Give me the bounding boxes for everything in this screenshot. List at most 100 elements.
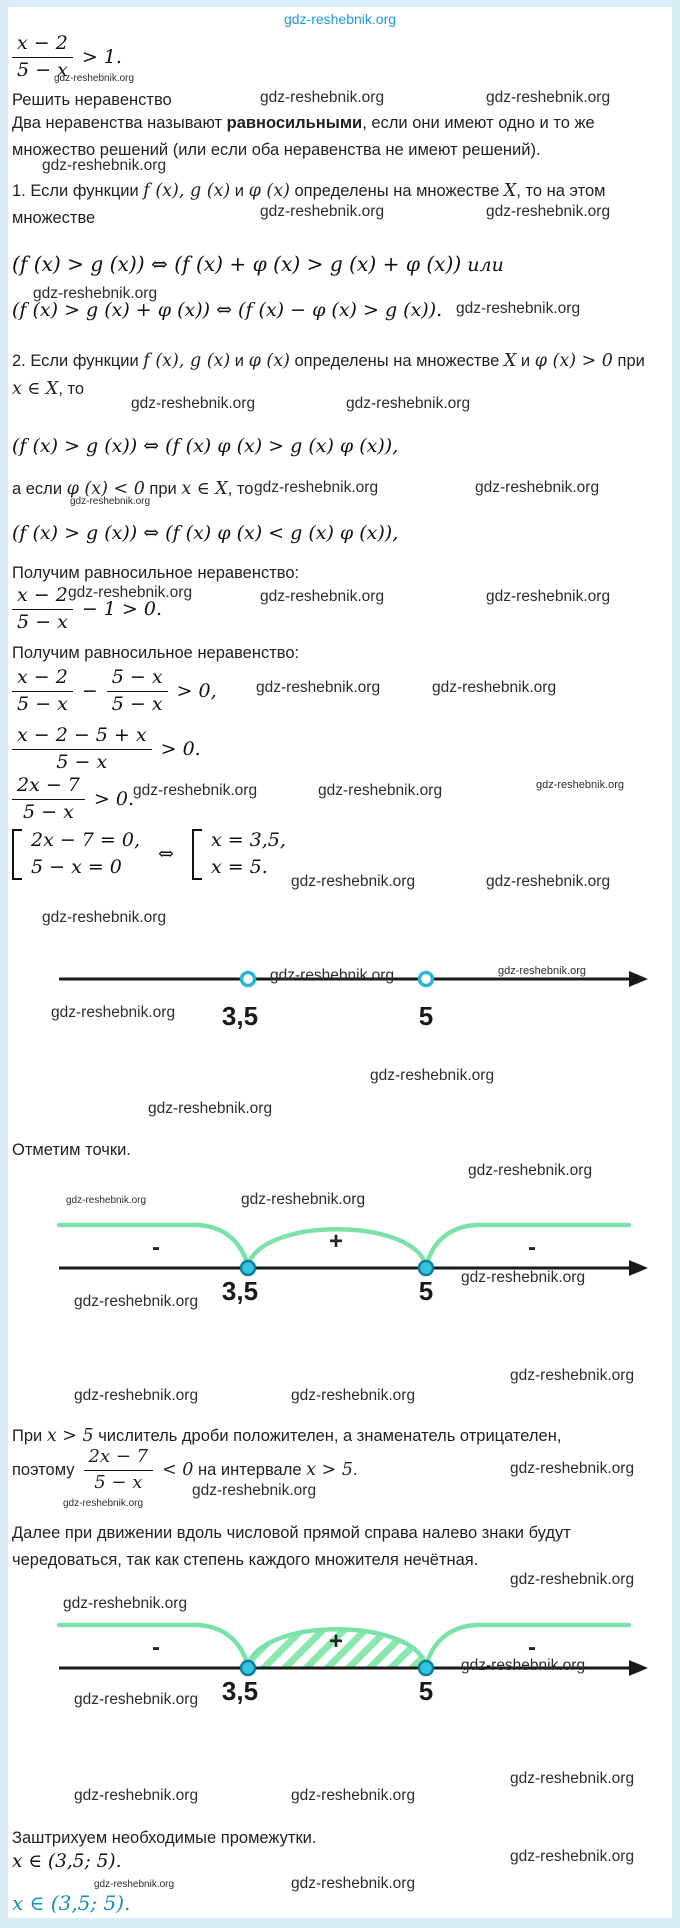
fraction: 2x − 7 5 − x <box>12 774 85 824</box>
cases-left: 2x − 7 = 0, 5 − x = 0 <box>12 829 140 880</box>
numerator: x − 2 − 5 + x <box>12 724 152 750</box>
text-segment: 1. Если функции <box>12 182 144 200</box>
relation: > 0. <box>93 788 134 811</box>
point-label-3-5: 3,5 <box>222 1276 258 1306</box>
watermark: gdz-reshebnik.org <box>432 679 557 696</box>
math-segment: x > 5 <box>306 1460 353 1481</box>
sign-curve <box>56 1622 632 1675</box>
analysis-post: < 0 на интервале x > 5. <box>162 1456 357 1484</box>
math-segment: φ (x) <box>248 351 290 371</box>
text-segment: , то <box>227 480 254 498</box>
text-segment: а если <box>12 480 67 498</box>
math-segment: x ∈ X <box>181 479 228 499</box>
watermark: gdz-reshebnik.org <box>51 1004 176 1021</box>
minus-operator: − <box>81 680 98 703</box>
math-segment: f (x), g (x) <box>143 181 231 201</box>
text-segment: и <box>516 352 535 370</box>
text-segment: или <box>461 254 504 276</box>
point-label-3-5: 3,5 <box>222 1001 258 1031</box>
text-segment: на интервале <box>193 1461 307 1480</box>
numerator: 2x − 7 <box>83 1446 154 1471</box>
numerator: x − 2 <box>12 666 73 692</box>
sign-plus-middle: + <box>329 1228 343 1255</box>
fraction: 5 − x 5 − x <box>106 666 168 716</box>
denominator: 5 − x <box>17 692 68 715</box>
result-interval: x ∈ (3,5; 5). <box>12 1851 122 1872</box>
equivalence-formula-2: (f (x) > g (x) + φ (x)) ⇔ (f (x) − φ (x)… <box>12 299 443 321</box>
watermark: gdz-reshebnik.org <box>42 909 167 926</box>
watermark: gdz-reshebnik.org <box>256 679 381 696</box>
equations-stack: 2x − 7 = 0, 5 − x = 0 <box>31 829 140 880</box>
watermark: gdz-reshebnik.org <box>486 873 611 890</box>
watermark: gdz-reshebnik.org <box>260 588 385 605</box>
equivalence-formula-4: (f (x) > g (x)) ⇔ (f (x) φ (x) < g (x) φ… <box>12 522 399 544</box>
equation: 5 − x = 0 <box>31 855 122 878</box>
watermark: gdz-reshebnik.org <box>291 1387 416 1404</box>
open-point-3-5 <box>239 970 257 988</box>
equation: 2x − 7 = 0, <box>31 829 141 851</box>
theory-point-2: 2. Если функции f (x), g (x) и φ (x) опр… <box>12 347 656 404</box>
bold-segment: равносильными <box>226 114 363 132</box>
numerator: 5 − x <box>106 666 168 692</box>
mark-points-label: Отметим точки. <box>12 1141 131 1159</box>
text-segment: , если они имеют одно и то же множество … <box>12 114 595 159</box>
root: x = 5. <box>210 855 268 878</box>
watermark: gdz-reshebnik.org <box>70 496 151 507</box>
math-segment: x > 5 <box>46 1426 94 1446</box>
math-segment: X <box>503 181 517 201</box>
watermark: gdz-reshebnik.org <box>241 1191 366 1208</box>
watermark: gdz-reshebnik.org <box>254 479 379 496</box>
watermark: gdz-reshebnik.org <box>66 1195 147 1206</box>
analysis-line-1: При x > 5 числитель дроби положителен, а… <box>12 1422 561 1450</box>
cases-right: x = 3,5, x = 5. <box>191 829 286 880</box>
watermark: gdz-reshebnik.org <box>133 782 258 799</box>
sign-minus-right: - <box>528 1234 536 1261</box>
relation: − 1 > 0. <box>81 598 162 621</box>
watermark: gdz-reshebnik.org <box>94 1879 175 1890</box>
point-label-3-5: 3,5 <box>222 1676 258 1706</box>
text-segment: числитель дроби положителен, а знаменате… <box>93 1427 562 1445</box>
watermark: gdz-reshebnik.org <box>461 1269 586 1286</box>
watermark: gdz-reshebnik.org <box>498 965 587 977</box>
text-segment: при <box>144 480 182 498</box>
watermark: gdz-reshebnik.org <box>63 1498 144 1509</box>
analysis-line-2: поэтому 2x − 7 5 − x < 0 на интервале x … <box>12 1446 357 1493</box>
watermark: gdz-reshebnik.org <box>131 395 256 412</box>
solution-page: gdz-reshebnik.org x − 2 5 − x > 1. gdz-r… <box>8 7 672 1918</box>
relation: > 0, <box>176 680 217 703</box>
analysis-paragraph-3: Далее при движении вдоль числовой прямой… <box>12 1524 571 1569</box>
watermark: gdz-reshebnik.org <box>461 1657 586 1674</box>
watermark: gdz-reshebnik.org <box>475 479 600 496</box>
analysis-inline-row: поэтому 2x − 7 5 − x < 0 на интервале x … <box>12 1446 357 1493</box>
denominator: 5 − x <box>111 692 163 715</box>
watermark: gdz-reshebnik.org <box>510 1770 635 1787</box>
math-segment: φ (x) > 0 <box>534 351 613 371</box>
math-segment: φ (x) <box>248 181 290 201</box>
iff-symbol: ⇔ <box>158 843 174 866</box>
open-point-3-5 <box>239 1259 257 1277</box>
text-segment: , то на этом множестве <box>12 182 606 228</box>
solution-step-4: 2x − 7 5 − x > 0. <box>12 774 134 824</box>
watermark: gdz-reshebnik.org <box>74 1787 199 1804</box>
final-answer: x ∈ (3,5; 5). <box>12 1891 131 1915</box>
system-of-equations: 2x − 7 = 0, 5 − x = 0 ⇔ x = 3,5, x = 5. <box>12 829 286 880</box>
relation: > 0. <box>160 738 201 761</box>
watermark: gdz-reshebnik.org <box>318 782 443 799</box>
shaded-interval <box>248 1629 426 1668</box>
text-segment: определены на множестве <box>289 182 504 200</box>
point-label-5: 5 <box>419 1001 433 1031</box>
sign-minus-left: - <box>152 1634 160 1661</box>
fraction: x − 2 5 − x <box>12 32 73 82</box>
math-segment: < 0 <box>162 1460 194 1481</box>
watermark: gdz-reshebnik.org <box>468 1162 593 1179</box>
watermark: gdz-reshebnik.org <box>510 1571 635 1588</box>
watermark: gdz-reshebnik.org <box>456 300 581 317</box>
point-label-5: 5 <box>419 1676 433 1706</box>
equiv-step-label-1: Получим равносильное неравенство: <box>12 564 300 582</box>
text-segment: , то <box>58 380 85 399</box>
square-bracket <box>12 829 22 880</box>
watermark: gdz-reshebnik.org <box>42 157 167 174</box>
problem-inequality: x − 2 5 − x > 1. <box>12 32 122 82</box>
open-point-5 <box>417 1259 435 1277</box>
open-point-5 <box>417 970 435 988</box>
